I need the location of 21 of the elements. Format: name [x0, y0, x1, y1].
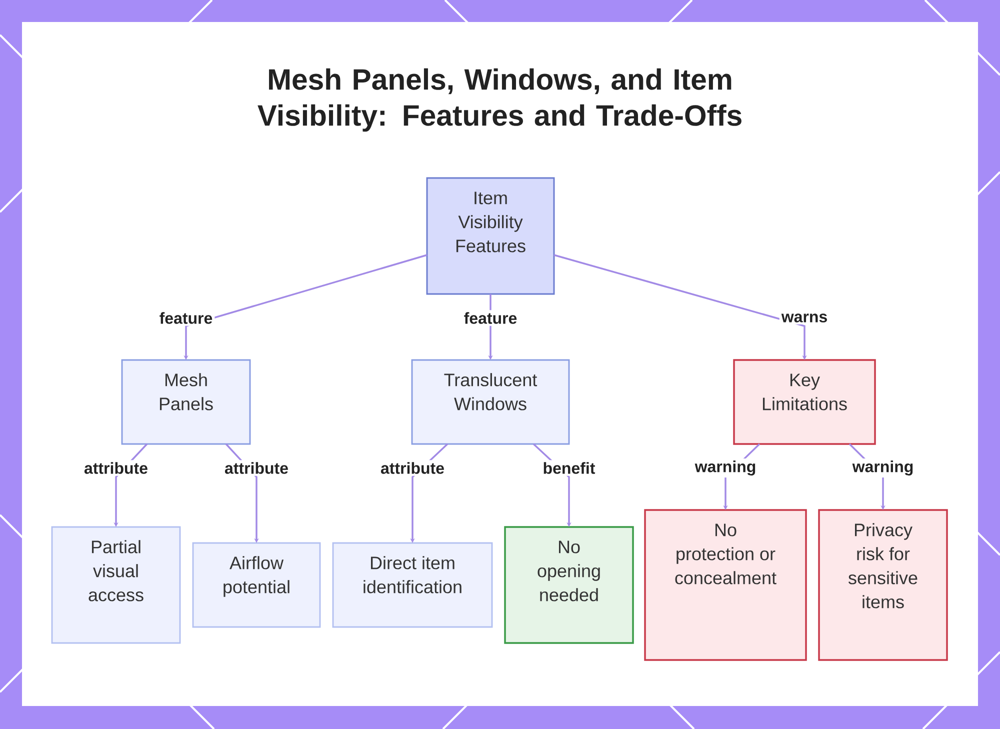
edge-label: warning: [692, 458, 758, 478]
edge-label: warns: [779, 312, 830, 324]
title: Mesh Panels, Windows, and Item Visibility: Features and Trade-Offs: [258, 68, 742, 132]
edge-label: attribute: [222, 460, 290, 476]
edge-label: warning: [850, 458, 916, 478]
edge-label: feature: [462, 310, 520, 326]
edge-label: attribute: [82, 460, 150, 476]
connector-arrow: [554, 254, 807, 360]
category-box: Mesh Panels: [121, 359, 251, 445]
warning-box: Privacy risk for sensitive items: [818, 509, 948, 661]
detail-box: Partial visual access: [51, 526, 181, 644]
warning-box: Key Limitations: [733, 359, 876, 445]
warning-box: No protection or concealment: [644, 509, 807, 661]
benefit-box: No opening needed: [504, 526, 634, 644]
detail-box: Airflow potential: [192, 542, 321, 628]
edge-label: benefit: [540, 460, 598, 476]
category-box: Translucent Windows: [411, 359, 570, 445]
detail-box: Direct item identification: [332, 542, 493, 628]
topic-box: Item Visibility Features: [426, 177, 555, 295]
edge-label: attribute: [378, 460, 446, 476]
edge-label: feature: [157, 310, 215, 326]
